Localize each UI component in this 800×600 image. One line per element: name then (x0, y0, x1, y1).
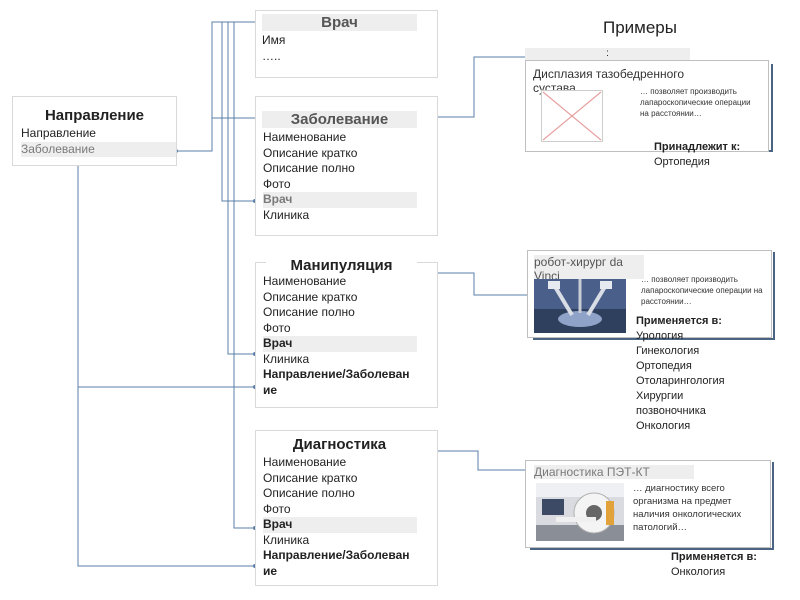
diagnostics-entity-box: Диагностика Наименование Описание кратко… (255, 430, 438, 586)
example-2-label-item: Онкология (636, 419, 756, 434)
connector-doctor-diagnostics (234, 22, 255, 528)
manipulation-field: ие (263, 383, 437, 399)
direction-field: Заболевание (21, 142, 176, 158)
example-2-title: робот-хирург da Vinci (534, 255, 644, 279)
doctor-entity-box: Врач Имя ….. (255, 10, 438, 78)
example-2-label-item: Урология (636, 329, 756, 344)
surgical-robot-photo (534, 279, 626, 333)
diagnostics-field: Направление/Заболеван (263, 548, 437, 564)
example-2-label-item: Ортопедия (636, 359, 756, 374)
doctor-field: ….. (262, 49, 437, 65)
example-2-label-item: Гинекология (636, 344, 756, 359)
doctor-field: Имя (262, 33, 437, 49)
diagnostics-field: Клиника (263, 533, 437, 549)
diagnostics-field: Наименование (263, 455, 437, 471)
direction-title: Направление (13, 107, 176, 124)
example-2-label-item: Отоларингология (636, 374, 756, 389)
manipulation-field: Описание полно (263, 305, 437, 321)
doctor-title: Врач (262, 14, 417, 31)
manipulation-field: Врач (263, 336, 417, 352)
examples-heading: Примеры (603, 18, 677, 38)
example-2-label-item: Хирургии позвоночника (636, 389, 756, 419)
example-1-description: … позволяет производить лапароскопически… (640, 86, 760, 119)
example-3-description: … диагностику всего организма на предмет… (633, 482, 765, 534)
direction-entity-box: Направление Направление Заболевание (12, 96, 177, 166)
diagnostics-field: ие (263, 564, 437, 580)
example-2-description: … позволяет производить лапароскопически… (641, 274, 766, 307)
example-3-title: Диагностика ПЭТ-КТ (534, 465, 694, 479)
pet-ct-scanner-photo (536, 483, 624, 541)
image-placeholder-icon (541, 90, 603, 142)
connector-direction-diagnostics (78, 387, 255, 566)
manipulation-field: Фото (263, 321, 437, 337)
diagnostics-title: Диагностика (262, 436, 417, 453)
manipulation-field: Наименование (263, 274, 437, 290)
manipulation-field: Клиника (263, 352, 437, 368)
example-3-label-heading: Применяется в: (671, 550, 761, 565)
example-3-card: Диагностика ПЭТ-КТ … диагностику всего о… (525, 460, 771, 548)
example-1-label-heading: Принадлежит к: (654, 140, 744, 155)
connector-doctor-disease (222, 22, 255, 201)
example-2-label: Применяется в: Урология Гинекология Орто… (636, 314, 756, 434)
disease-field: Клиника (263, 208, 437, 224)
direction-field: Направление (21, 126, 176, 142)
disease-field: Описание полно (263, 161, 437, 177)
example-1-label-item: Ортопедия (654, 155, 744, 170)
example-3-label-item: Онкология (671, 565, 761, 580)
diagnostics-field: Описание полно (263, 486, 437, 502)
examples-heading-extra: : (525, 48, 690, 60)
diagnostics-field: Описание кратко (263, 471, 437, 487)
connector-doctor-manipulation (228, 22, 255, 354)
example-1-card: Дисплазия тазобедренного сустава … позво… (525, 60, 769, 152)
manipulation-title: Манипуляция (266, 257, 417, 274)
manipulation-field: Направление/Заболеван (263, 367, 437, 383)
manipulation-field: Описание кратко (263, 290, 437, 306)
disease-entity-box: Заболевание Наименование Описание кратко… (255, 96, 438, 236)
diagnostics-field: Фото (263, 502, 437, 518)
disease-field: Описание кратко (263, 146, 437, 162)
disease-field: Фото (263, 177, 437, 193)
example-1-label: Принадлежит к: Ортопедия (654, 140, 744, 170)
example-2-label-heading: Применяется в: (636, 314, 756, 329)
disease-field: Наименование (263, 130, 437, 146)
manipulation-entity-box: Манипуляция Наименование Описание кратко… (255, 262, 438, 408)
disease-title: Заболевание (262, 111, 417, 128)
connector-diagnostics-example (431, 451, 525, 470)
example-3-label: Применяется в: Онкология (671, 550, 761, 580)
diagnostics-field: Врач (263, 517, 417, 533)
connector-direction-doctor (176, 22, 255, 151)
disease-field: Врач (263, 192, 417, 208)
